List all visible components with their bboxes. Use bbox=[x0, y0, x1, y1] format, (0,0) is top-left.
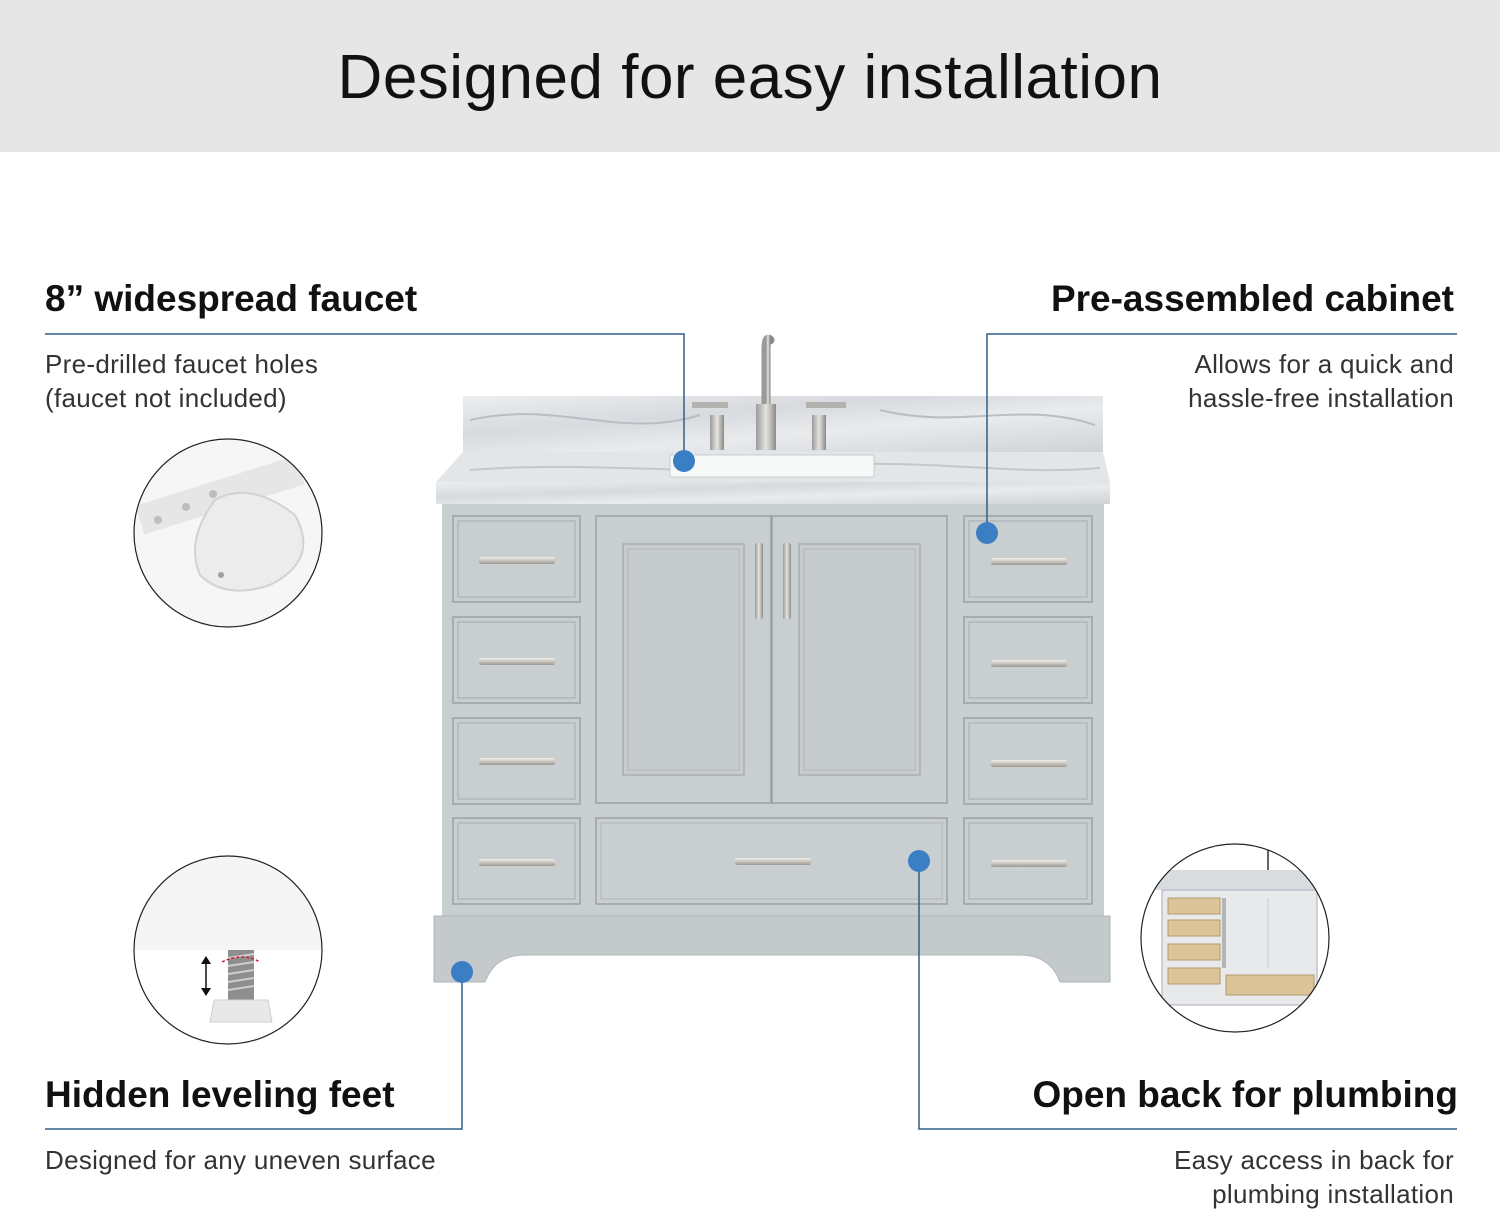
sink-detail-circle bbox=[133, 438, 323, 628]
plumbing-callout-line bbox=[918, 861, 1457, 1130]
faucet-handle-right bbox=[812, 415, 826, 450]
cabinet-feature-desc: Allows for a quick and hassle-free insta… bbox=[1188, 347, 1454, 415]
callout-dots bbox=[451, 450, 998, 983]
plumbing-desc-line2: plumbing installation bbox=[1212, 1179, 1454, 1209]
open-back-detail-circle bbox=[1140, 843, 1330, 1033]
bottom-center-drawer-inset bbox=[600, 822, 943, 900]
sink-cutout bbox=[669, 454, 875, 478]
left-drawer-handles bbox=[479, 557, 555, 866]
door-handle-left bbox=[755, 543, 763, 619]
plumbing-callout-dot bbox=[908, 850, 930, 872]
plumbing-feature-desc: Easy access in back for plumbing install… bbox=[1174, 1143, 1454, 1211]
faucet-feature-title: 8” widespread faucet bbox=[45, 278, 418, 319]
faucet-callout-dot bbox=[673, 450, 695, 472]
feet-callout-line bbox=[45, 972, 463, 1130]
faucet-desc-line2: (faucet not included) bbox=[45, 383, 287, 413]
page-title: Designed for easy installation bbox=[337, 43, 1163, 112]
marble-backsplash bbox=[463, 396, 1103, 452]
feet-feature-title: Hidden leveling feet bbox=[45, 1074, 395, 1115]
cabinet-desc-line2: hassle-free installation bbox=[1188, 383, 1454, 413]
faucet-desc-line1: Pre-drilled faucet holes bbox=[45, 349, 319, 379]
marble-vein bbox=[469, 409, 1096, 426]
right-drawer-handles bbox=[991, 558, 1067, 867]
leveling-foot-detail-circle bbox=[133, 855, 323, 1045]
faucet-lever-right bbox=[806, 402, 846, 408]
faucet-handle-left bbox=[710, 415, 724, 450]
plumbing-feature-title: Open back for plumbing bbox=[1032, 1074, 1458, 1115]
faucet-feature-desc: Pre-drilled faucet holes (faucet not inc… bbox=[45, 347, 318, 415]
center-doors bbox=[595, 515, 948, 804]
faucet-lever-left bbox=[692, 402, 728, 408]
plumbing-desc-line1: Easy access in back for bbox=[1173, 1145, 1454, 1175]
cabinet-callout-dot bbox=[976, 522, 998, 544]
feet-feature-desc: Designed for any uneven surface bbox=[45, 1143, 436, 1177]
faucet-base bbox=[756, 404, 776, 450]
callout-lines bbox=[45, 333, 1457, 1130]
bottom-center-drawer-handle bbox=[735, 858, 811, 865]
cabinet-feature-title: Pre-assembled cabinet bbox=[1050, 278, 1454, 319]
feet-callout-dot bbox=[451, 961, 473, 983]
header-banner: Designed for easy installation bbox=[0, 0, 1500, 152]
faucet-spout bbox=[761, 334, 775, 427]
feet-desc-line1: Designed for any uneven surface bbox=[45, 1145, 436, 1175]
door-handle-right bbox=[783, 543, 791, 619]
cabinet-base bbox=[433, 915, 1111, 983]
cabinet-callout-line bbox=[986, 333, 1457, 533]
countertop-edge bbox=[436, 482, 1110, 504]
faucet-callout-line bbox=[45, 333, 685, 460]
vanity-cabinet bbox=[433, 334, 1111, 983]
cabinet-desc-line1: Allows for a quick and bbox=[1194, 349, 1454, 379]
